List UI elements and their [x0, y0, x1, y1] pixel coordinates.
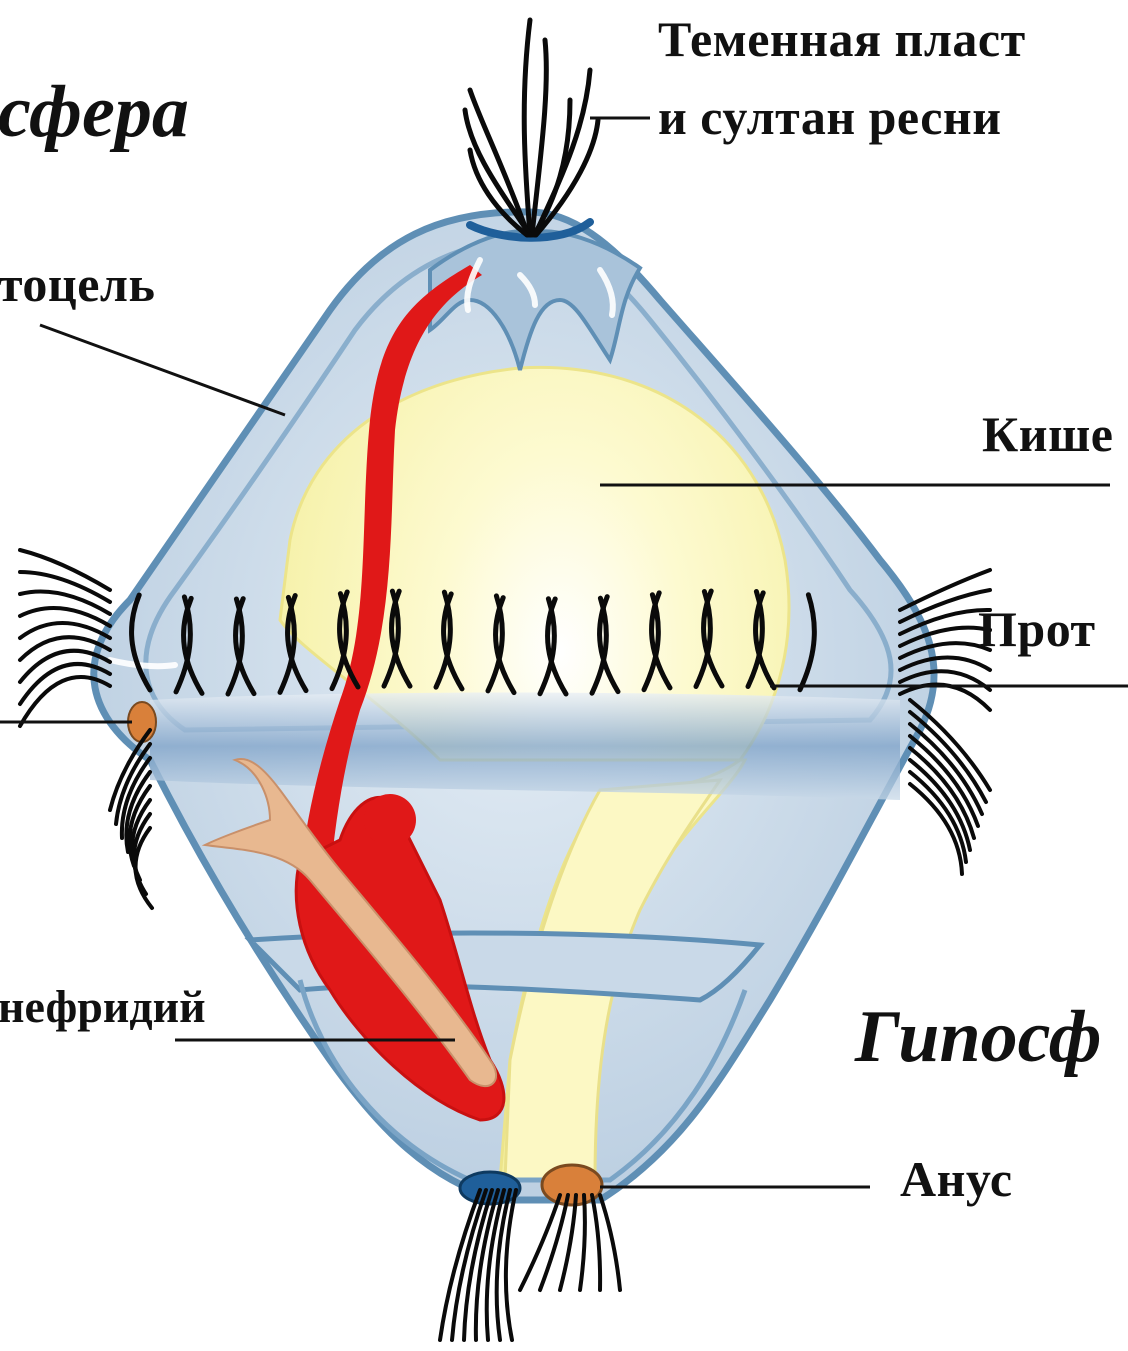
label-episphere: сфера	[0, 70, 189, 155]
cilium	[592, 1195, 600, 1290]
cilium	[506, 1190, 516, 1340]
left-pore	[128, 702, 156, 742]
label-anus: Анус	[900, 1150, 1013, 1208]
label-nephridium: нефридий	[0, 980, 206, 1033]
label-apical-line2: и султан ресни	[658, 88, 1002, 146]
label-hyposphere: Гипосф	[855, 995, 1102, 1080]
cilium	[20, 572, 110, 602]
label-apical-line1: Теменная пласт	[658, 10, 1026, 68]
apical-tuft-cilia	[465, 20, 598, 235]
label-intestine: Кише	[982, 405, 1113, 463]
cilium	[580, 1195, 585, 1290]
red-lobe	[364, 794, 416, 846]
cilium	[20, 550, 110, 590]
cilium	[560, 1195, 576, 1290]
cilium	[520, 1195, 560, 1290]
cilium	[600, 1195, 620, 1290]
cilium	[487, 1190, 504, 1340]
label-prototroch: Прот	[978, 600, 1096, 658]
leader-coelom	[40, 325, 285, 415]
label-coelom: тоцель	[0, 255, 155, 313]
